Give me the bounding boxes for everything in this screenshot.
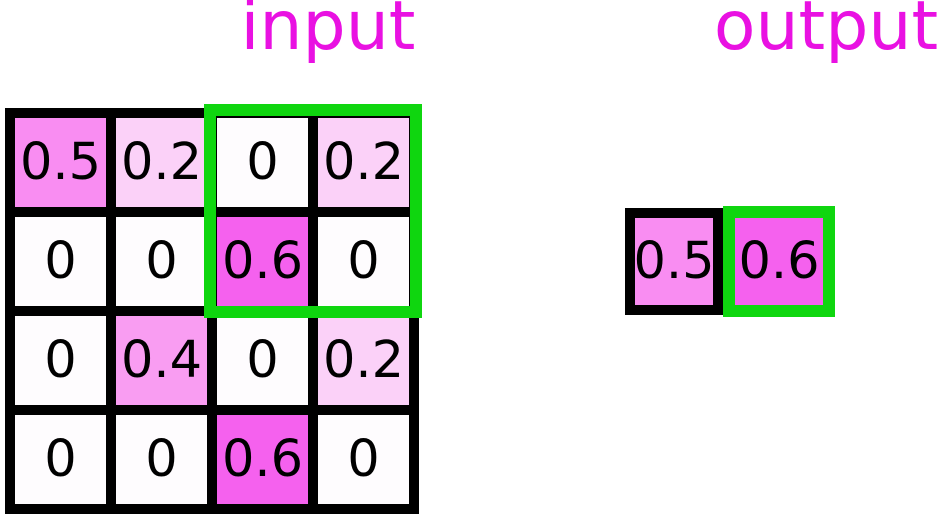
input-cell-r3c1: 0 <box>116 415 207 504</box>
input-cell-r3c0: 0 <box>15 415 106 504</box>
input-cell-r0c2: 0 <box>217 118 308 207</box>
output-title: output <box>713 0 939 66</box>
input-cell-r2c3: 0.2 <box>318 316 409 405</box>
input-cell-r1c0: 0 <box>15 217 106 306</box>
input-cell-r3c2: 0.6 <box>217 415 308 504</box>
input-cell-r1c3: 0 <box>318 217 409 306</box>
input-cell-r3c3: 0 <box>318 415 409 504</box>
input-title: input <box>240 0 416 66</box>
output-cell-1-highlighted: 0.6 <box>723 206 835 317</box>
input-cell-r0c1: 0.2 <box>116 118 207 207</box>
input-cell-r0c0: 0.5 <box>15 118 106 207</box>
input-cell-r2c1: 0.4 <box>116 316 207 405</box>
input-cell-r1c1: 0 <box>116 217 207 306</box>
output-cell-0: 0.5 <box>625 208 723 315</box>
input-cell-r2c2: 0 <box>217 316 308 405</box>
input-cell-r1c2: 0.6 <box>217 217 308 306</box>
input-cell-r2c0: 0 <box>15 316 106 405</box>
input-cell-r0c3: 0.2 <box>318 118 409 207</box>
